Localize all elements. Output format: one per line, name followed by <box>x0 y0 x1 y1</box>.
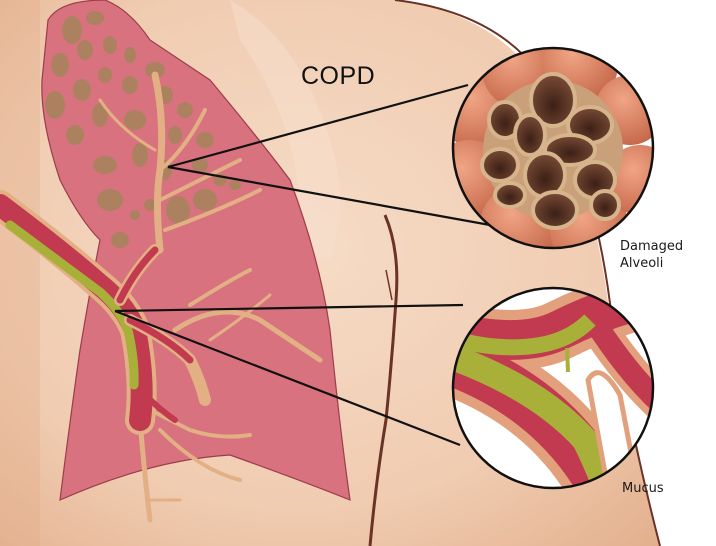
alveoli-magnifier <box>451 46 655 250</box>
label-line: Damaged <box>620 239 684 254</box>
main-airway <box>0 190 211 435</box>
callout-label-damaged-alveoli: Damaged Alveoli <box>620 238 710 272</box>
label-line: Alveoli <box>620 256 664 271</box>
bronchial-tree <box>98 71 323 523</box>
diagram-title: COPD <box>301 62 376 90</box>
callout-label-mucus: Mucus <box>622 481 664 496</box>
lung <box>0 0 351 523</box>
callout-lines <box>114 83 491 447</box>
